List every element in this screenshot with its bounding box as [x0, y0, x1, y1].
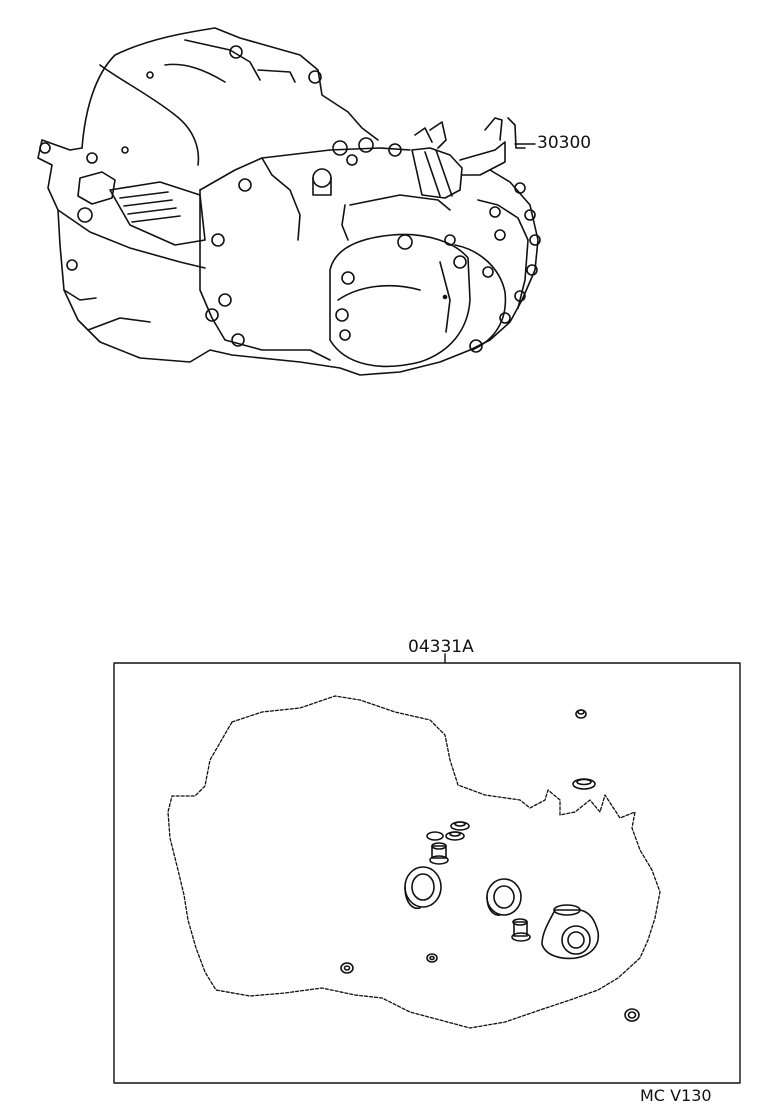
part-number-transaxle: 30300 [537, 133, 592, 153]
figure-code: MC V130 [640, 1086, 712, 1105]
gasket-kit-frame [113, 662, 741, 1084]
part-number-gasket-kit: 04331A [408, 637, 474, 657]
gasket-kit-drawing [113, 653, 741, 1084]
transaxle-assembly-drawing [37, 27, 541, 376]
